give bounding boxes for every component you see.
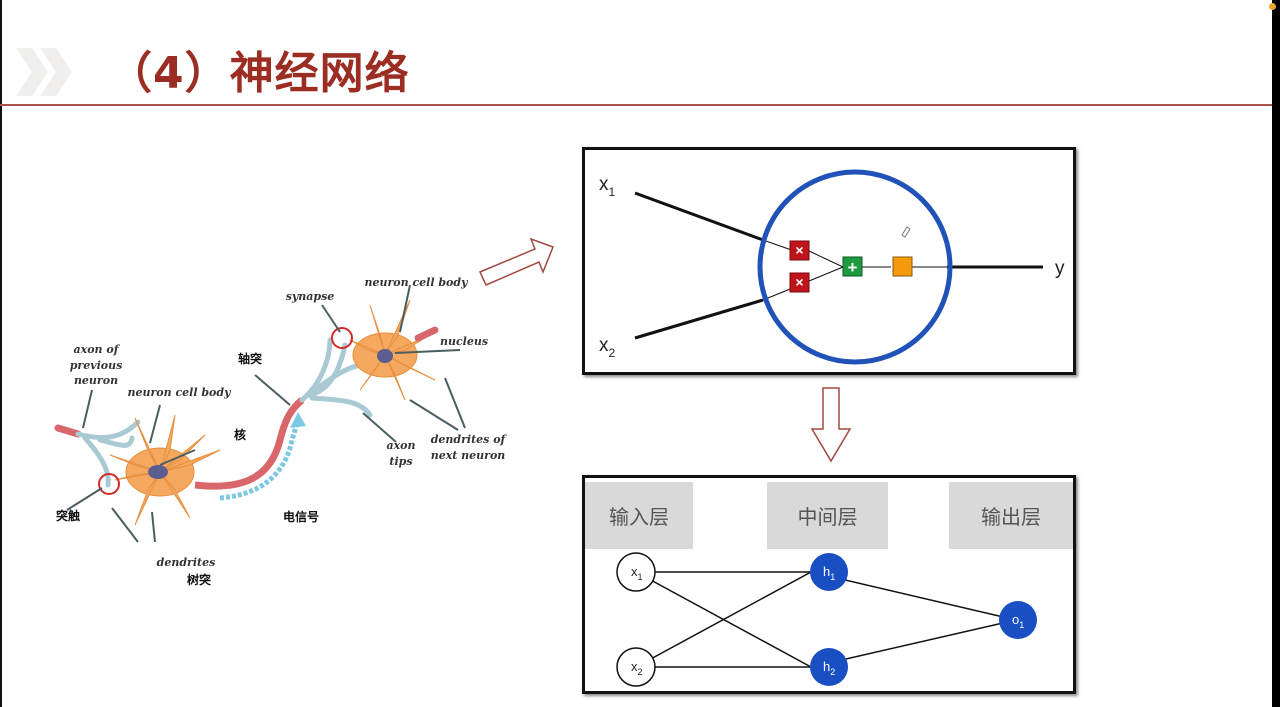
next-axon-stub <box>414 326 439 342</box>
axon <box>194 397 305 490</box>
node-x1 <box>616 552 656 592</box>
multiply-symbol-2: × <box>795 274 803 290</box>
double-chevron-icon <box>16 48 72 96</box>
node-o1-label: o1 <box>1012 612 1024 630</box>
label-cell-body-2: neuron cell body <box>365 276 470 289</box>
label-axon-tips-1: axon <box>386 439 415 452</box>
label-cell-body-1: neuron cell body <box>128 386 233 399</box>
node-x2-label: x2 <box>631 659 643 677</box>
multiply-symbol-1: × <box>795 242 803 258</box>
input-label-x2: x2 <box>599 335 616 360</box>
left-edge-bar <box>0 0 2 707</box>
input-line-x1 <box>634 191 764 242</box>
node-h2-label: h2 <box>823 659 835 677</box>
multiply-node-2 <box>789 272 810 293</box>
sum-node <box>842 256 863 277</box>
node-x1-label: x1 <box>631 564 643 582</box>
label-dendrites-next-1: dendrites of <box>431 433 508 446</box>
label-axon-prev-1: axon of <box>74 343 121 356</box>
layer-header-output: 输出层 <box>949 482 1073 549</box>
network-svg: x1 x2 h1 h2 o1 <box>616 552 1037 687</box>
layer-header-input: 输入层 <box>585 482 693 549</box>
signal-arrowhead <box>290 412 306 428</box>
label-axon-tips-2: tips <box>389 455 412 468</box>
label-axon-prev-2: previous <box>70 359 123 372</box>
perceptron-diagram: × × + x1 x2 y <box>582 147 1076 375</box>
label-synapse: synapse <box>286 290 335 303</box>
synapse-circle-2 <box>331 327 353 349</box>
prev-axon-branches <box>75 419 141 488</box>
label-pointers <box>66 284 466 543</box>
synapse-circle-1 <box>98 473 120 495</box>
label-cn-dendrites: 树突 <box>187 572 211 587</box>
label-cn-signal: 电信号 <box>283 509 319 524</box>
label-nucleus: nucleus <box>440 335 488 348</box>
right-edge-bar <box>1272 0 1280 707</box>
sum-symbol: + <box>848 258 858 277</box>
node-h1 <box>810 553 848 591</box>
neuron-diagram: axon of previous neuron neuron cell body… <box>54 276 508 587</box>
output-label-y: y <box>1055 258 1065 279</box>
label-axon-prev-3: neuron <box>74 374 118 387</box>
label-cn-nucleus: 核 <box>234 427 246 442</box>
nucleus-1 <box>148 465 168 479</box>
node-h1-label: h1 <box>823 564 835 582</box>
node-x2 <box>616 647 656 687</box>
label-cn-synapse: 突触 <box>56 508 80 523</box>
layer-header-hidden: 中间层 <box>767 482 888 549</box>
pencil-cursor-icon <box>901 226 911 238</box>
mul2-to-sum <box>808 266 844 282</box>
edge-x2-h1 <box>635 571 812 668</box>
node-h2 <box>810 648 848 686</box>
neuron-circle <box>757 169 953 365</box>
cell-body-1 <box>109 414 221 526</box>
cell-body-2 <box>349 299 436 401</box>
label-dendrites: dendrites <box>157 556 216 569</box>
prev-axon-stub <box>54 424 82 438</box>
input-line-x2 <box>634 298 764 340</box>
title-divider <box>0 104 1272 106</box>
node-o1 <box>999 601 1037 639</box>
input-label-x1: x1 <box>599 174 616 199</box>
arrow-right-icon <box>478 237 554 286</box>
slide-title: （4）神经网络 <box>108 48 410 99</box>
nucleus-2 <box>377 349 393 363</box>
perceptron-svg: × × + x1 x2 y <box>599 169 1065 365</box>
multiply-node-1 <box>789 240 810 261</box>
activation-node <box>892 256 913 277</box>
network-diagram: 输入层 中间层 输出层 x1 x2 h1 h2 o1 <box>582 475 1076 694</box>
status-dot <box>1269 3 1276 10</box>
mul1-to-sum <box>808 250 844 268</box>
label-cn-axon: 轴突 <box>238 351 262 366</box>
label-dendrites-next-2: next neuron <box>431 449 506 462</box>
signal-arrow <box>219 419 301 501</box>
arrow-down-icon <box>810 387 852 463</box>
